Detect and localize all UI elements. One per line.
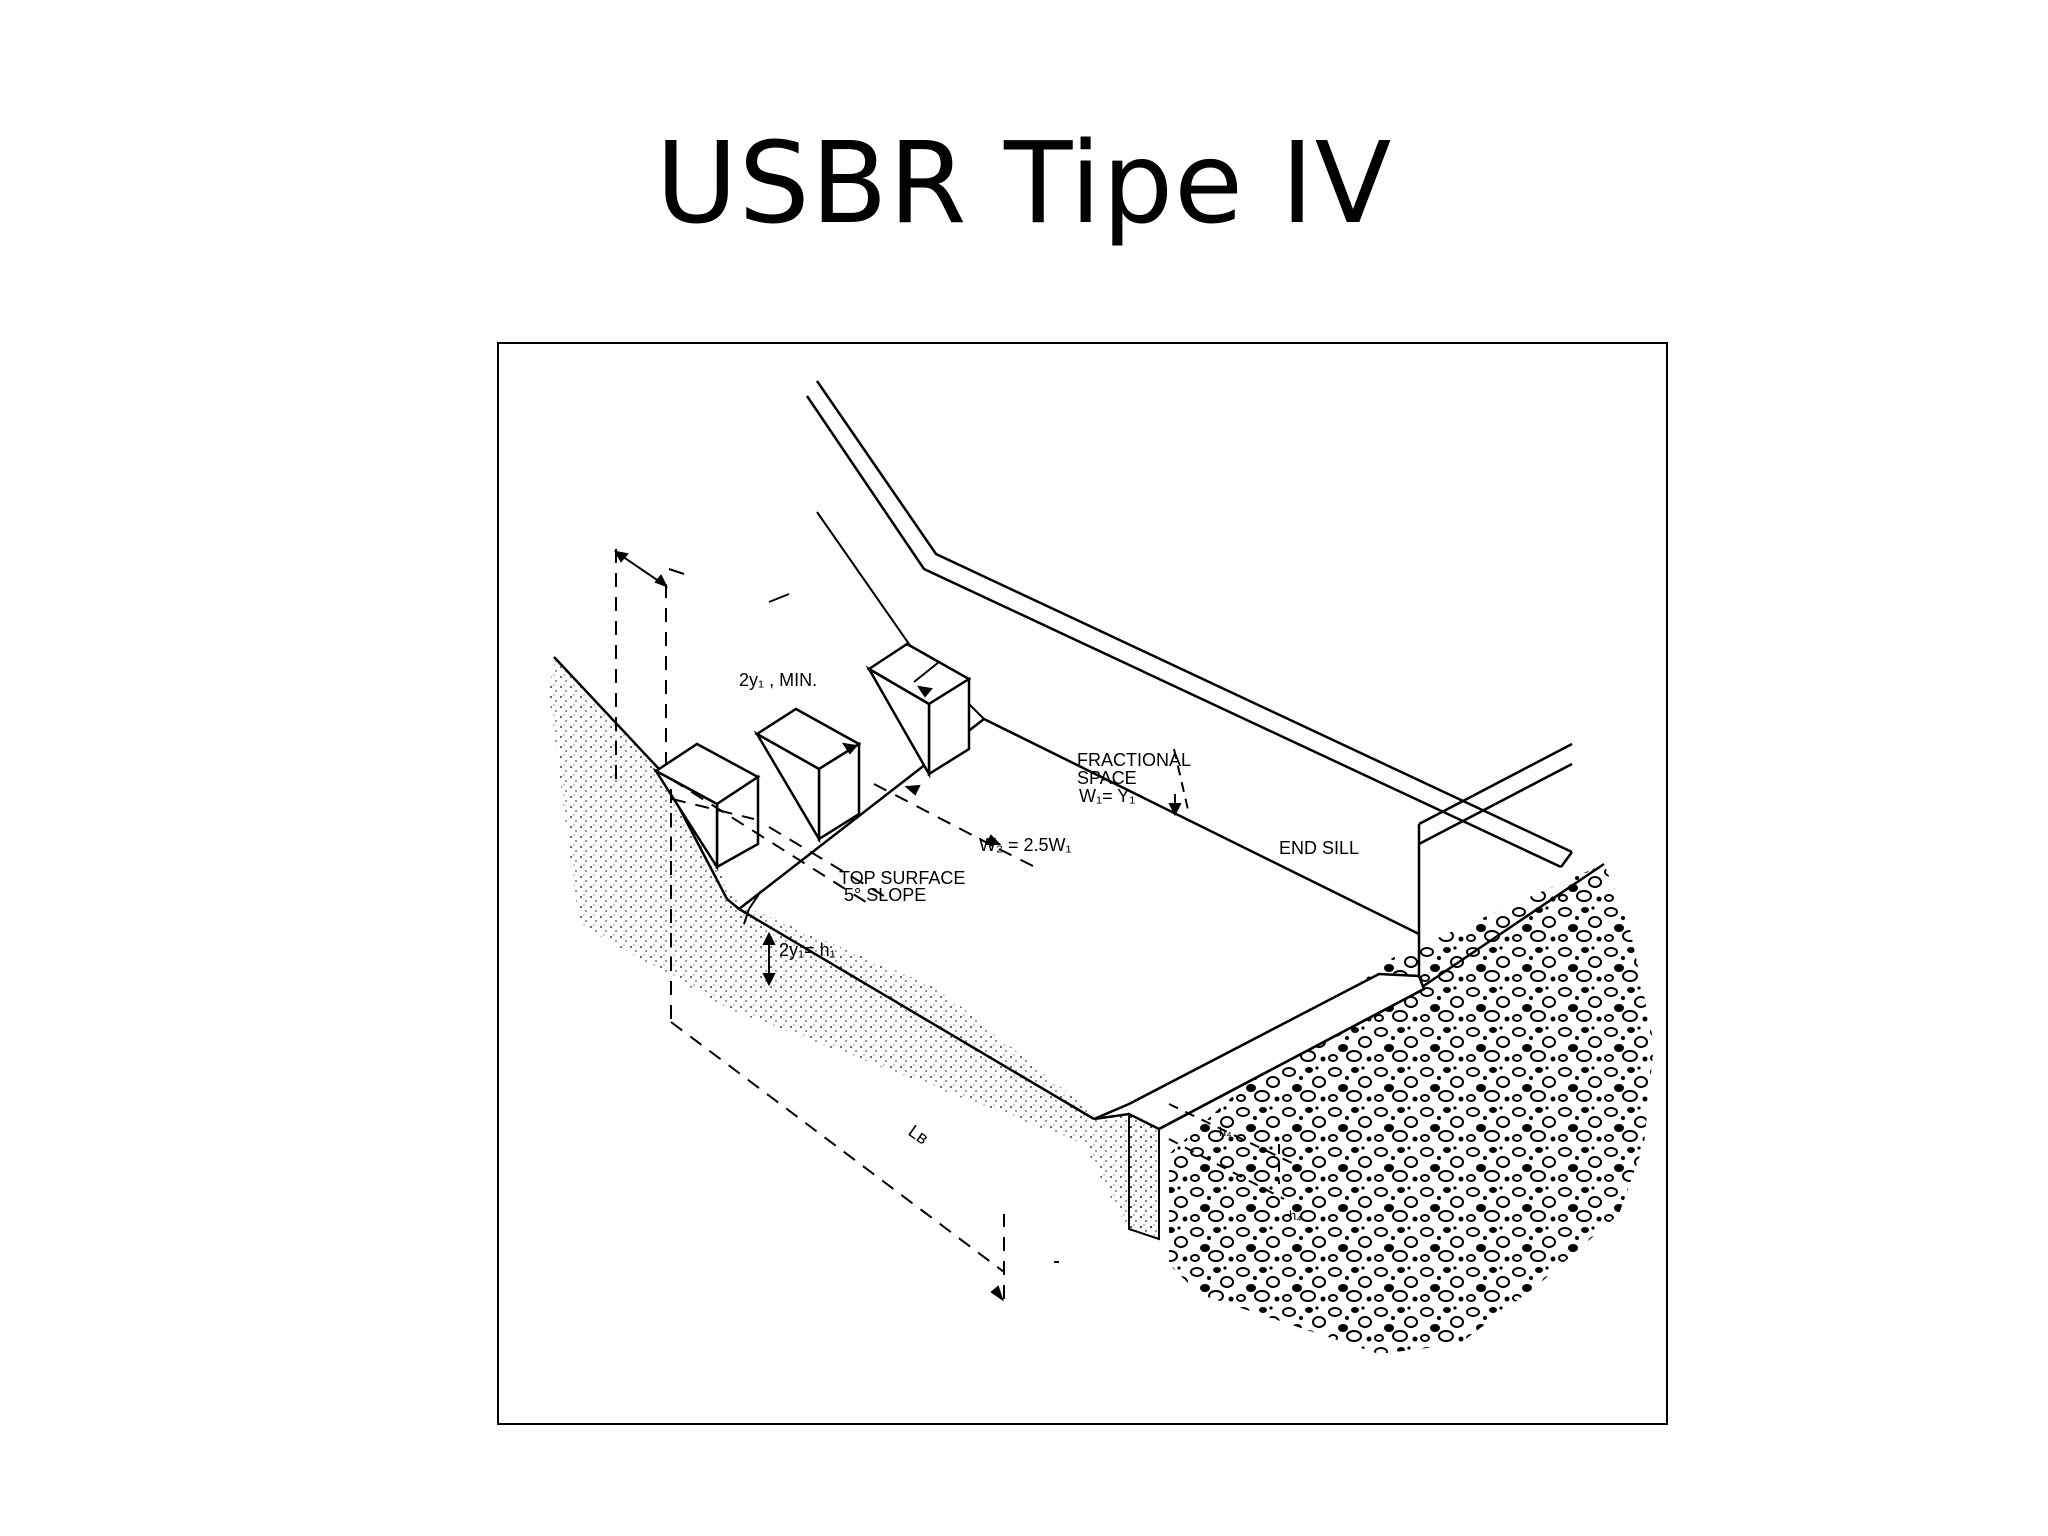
- label-end-sill: END SILL: [1279, 838, 1359, 858]
- wall-floor-junction: [983, 717, 1420, 936]
- label-sill-h2: h₄: [1289, 1208, 1302, 1223]
- label-fractional-space-1: FRACTIONAL: [1077, 750, 1191, 770]
- label-basin-length: Lʙ: [905, 1121, 933, 1149]
- label-slope: 5° SLOPE: [844, 885, 926, 905]
- label-sill-h1: h₄: [1219, 1124, 1232, 1139]
- label-fractional-space-2: SPACE: [1077, 768, 1137, 788]
- stilling-basin-diagram: 2y₁ , MIN. FRACTIONAL SPACE W₁= Y₁ W₂ = …: [549, 380, 1654, 1354]
- right-wall-outer: [815, 380, 1573, 854]
- slide-title: USBR Tipe IV: [655, 119, 1393, 249]
- chute-block-2: [753, 707, 862, 844]
- leader-lines: [668, 568, 1190, 925]
- left-bank-concrete: [549, 659, 1154, 1234]
- label-w1: W₁= Y₁: [1079, 786, 1135, 806]
- label-chute-spacing: 2y₁ , MIN.: [739, 670, 817, 690]
- sill-front-drop: [1158, 987, 1425, 1131]
- end-sill-top: [1128, 973, 1380, 1105]
- right-wall-inner: [805, 395, 1562, 869]
- riprap-gravel: [1169, 864, 1654, 1354]
- diagram-frame: 2y₁ , MIN. FRACTIONAL SPACE W₁= Y₁ W₂ = …: [497, 342, 1668, 1425]
- label-w2: W₂ = 2.5W₁: [979, 835, 1072, 855]
- wall-end-top2: [1418, 762, 1573, 846]
- label-top-surface: TOP SURFACE: [839, 868, 965, 888]
- wall-end-top: [1418, 742, 1573, 826]
- sill-end-face: [1128, 1112, 1160, 1241]
- right-wall-top: [1559, 851, 1574, 868]
- dimension-lines: [615, 549, 1059, 1299]
- chute-block-3: [865, 642, 972, 779]
- label-block-height: 2y₁= h₁: [779, 940, 836, 960]
- sill-dimension-lines: [1168, 1103, 1295, 1200]
- dimension-arrows: [614, 550, 1182, 1302]
